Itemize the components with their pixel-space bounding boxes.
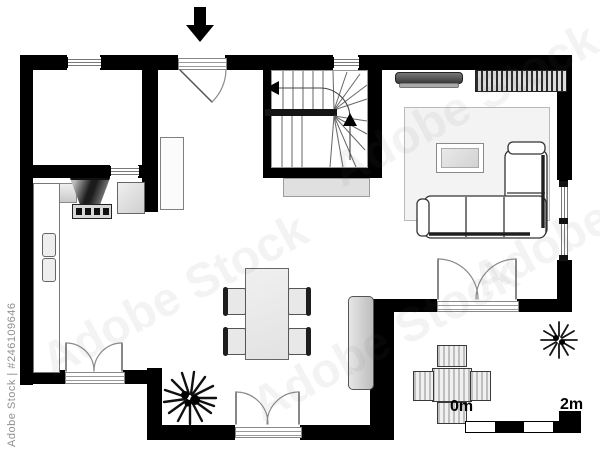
hall-wardrobe bbox=[160, 137, 184, 210]
dining-chair bbox=[223, 287, 246, 316]
stock-watermark-side: Adobe Stock | #246109646 bbox=[6, 302, 18, 447]
window-right-wall bbox=[559, 180, 568, 262]
scale-label-start: 0m bbox=[450, 398, 474, 415]
burner bbox=[75, 208, 82, 215]
radiator-shelf-icon bbox=[475, 70, 567, 92]
wall-bottom-left bbox=[150, 425, 235, 440]
wall-left bbox=[20, 55, 33, 385]
patio-chair bbox=[413, 371, 434, 401]
sideboard bbox=[348, 296, 374, 390]
wall-patio-left bbox=[385, 299, 437, 312]
scale-bar-end-block bbox=[559, 411, 581, 432]
burner bbox=[93, 208, 100, 215]
scale-segment bbox=[466, 422, 495, 432]
wall-kitchen-bottom-a bbox=[20, 370, 65, 384]
threshold-dining-door bbox=[235, 427, 302, 438]
wall-top-d bbox=[358, 55, 572, 70]
dining-chair bbox=[223, 327, 246, 356]
wall-patio-right bbox=[517, 299, 572, 312]
patio-chair bbox=[437, 345, 467, 367]
chair-back bbox=[223, 287, 228, 316]
plant-icon bbox=[540, 321, 578, 359]
dining-chair bbox=[288, 327, 311, 356]
plant-icon bbox=[162, 370, 218, 426]
wall-room-bottom-a bbox=[20, 165, 110, 178]
burner bbox=[84, 208, 91, 215]
patio-chair bbox=[437, 402, 467, 424]
burner bbox=[102, 208, 109, 215]
patio-chair bbox=[470, 371, 491, 401]
wall-right-upper bbox=[557, 70, 572, 180]
window-interior bbox=[110, 166, 140, 176]
chair-back bbox=[306, 327, 311, 356]
threshold-entrance bbox=[178, 58, 227, 70]
patio-table bbox=[432, 368, 472, 402]
tv-stand bbox=[399, 83, 459, 88]
window-mullion bbox=[559, 255, 568, 261]
window-mullion bbox=[559, 218, 568, 224]
wall-step bbox=[147, 368, 162, 440]
understair-cupboard bbox=[283, 178, 370, 197]
wall-dining-right bbox=[370, 299, 394, 440]
stair-direction-up-arrow-icon bbox=[343, 113, 357, 126]
window-storage-room bbox=[67, 57, 102, 68]
sink-basin bbox=[42, 258, 56, 282]
fridge bbox=[117, 182, 145, 214]
threshold-kitchen-door bbox=[65, 372, 125, 384]
cooktop-burners bbox=[72, 204, 112, 219]
entrance-arrow-head-icon bbox=[186, 25, 214, 42]
wall-hall bbox=[142, 70, 158, 212]
entrance-arrow-icon bbox=[194, 7, 206, 26]
scale-segment bbox=[524, 422, 553, 432]
sink-basin bbox=[42, 233, 56, 257]
wall-bottom-right bbox=[300, 425, 394, 440]
wall-stair-bottom bbox=[263, 168, 382, 178]
chair-back bbox=[306, 287, 311, 316]
scale-label-end: 2m bbox=[560, 396, 584, 413]
entrance-door bbox=[179, 69, 227, 103]
threshold-living-door bbox=[437, 301, 519, 312]
wall-top-c bbox=[225, 55, 333, 70]
wall-stair-right bbox=[368, 70, 382, 178]
window-mullion bbox=[559, 181, 568, 187]
dining-chair bbox=[288, 287, 311, 316]
wall-stair-left bbox=[263, 70, 271, 170]
stair-divider bbox=[265, 109, 337, 116]
coffee-table-top bbox=[441, 148, 479, 168]
wall-top-b bbox=[100, 55, 178, 70]
chair-back bbox=[223, 327, 228, 356]
wall-kitchen-bottom-b bbox=[123, 370, 153, 384]
dining-table bbox=[245, 268, 289, 360]
window-stair-top bbox=[333, 57, 360, 68]
scale-segment bbox=[495, 422, 524, 432]
